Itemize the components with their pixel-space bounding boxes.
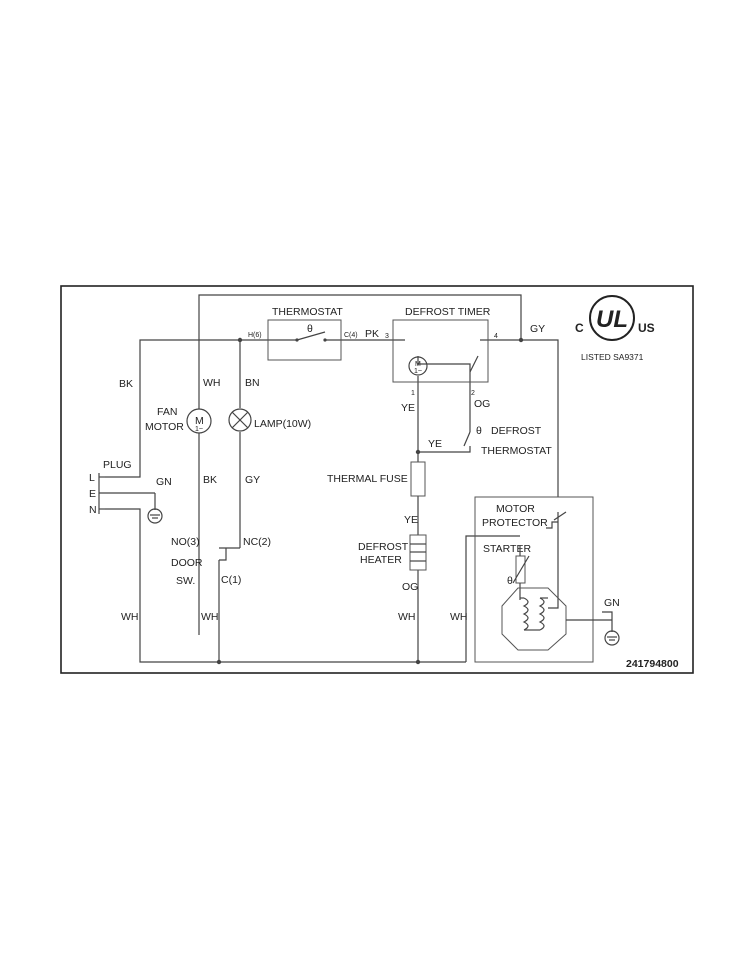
defrost-thermostat-label-1: DEFROST [491, 425, 542, 437]
terminal-3: 3 [385, 333, 389, 340]
wire-ye-timer: YE [401, 402, 415, 414]
wire-ye-heater: YE [404, 514, 418, 526]
thermostat-label: THERMOSTAT [272, 306, 343, 318]
fan-motor-phase: 1~ [195, 426, 203, 433]
wire-gy-top: GY [530, 323, 545, 335]
door-c1: C(1) [221, 574, 241, 586]
door-no3: NO(3) [171, 536, 200, 548]
wire-gn-comp: GN [604, 597, 620, 609]
fan-label: FAN [157, 406, 177, 418]
door-label: DOOR [171, 557, 203, 569]
wire-bk-top: BK [119, 378, 133, 390]
timer-motor-phase: 1~ [414, 368, 422, 375]
plug-e: E [89, 488, 96, 500]
terminal-1: 1 [411, 390, 415, 397]
ul-logo-text: UL [596, 306, 628, 333]
thermal-fuse-label: THERMAL FUSE [327, 473, 408, 485]
wire-gy-lamp: GY [245, 474, 260, 486]
fan-motor: M 1~ FAN MOTOR [145, 406, 212, 434]
wire-wh-comp: WH [450, 611, 468, 623]
thermostat-theta: θ [307, 323, 313, 335]
plug: PLUG L E N [89, 459, 163, 524]
terminal-2: 2 [471, 390, 475, 397]
starter-theta: θ [507, 575, 513, 587]
diagram-frame [60, 285, 694, 674]
compressor-assembly: MOTOR PROTECTOR STARTER θ [474, 496, 620, 663]
wire-og-heater: OG [402, 581, 418, 593]
defrost-heater-label-1: DEFROST [358, 541, 409, 553]
plug-label: PLUG [103, 459, 132, 471]
door-nc2: NC(2) [243, 536, 271, 548]
defrost-timer: DEFROST TIMER M 1~ 3 4 1 2 [385, 306, 498, 397]
wire-bk-fan: BK [203, 474, 217, 486]
terminal-4: 4 [494, 333, 498, 340]
motor-label: MOTOR [145, 421, 184, 433]
motor-protector-label-2: PROTECTOR [482, 517, 548, 529]
diagram-number: 241794800 [626, 658, 679, 670]
defrost-heater-label-2: HEATER [360, 554, 402, 566]
plug-n: N [89, 504, 97, 516]
lamp: LAMP(10W) [228, 408, 311, 432]
wire-gn-plug: GN [156, 476, 172, 488]
wire-ye-mid: YE [428, 438, 442, 450]
door-sw-label: SW. [176, 575, 195, 587]
wire-bn-lamp: BN [245, 377, 260, 389]
defrost-thermostat: θ DEFROST THERMOSTAT [463, 425, 552, 457]
wire-wh-door: WH [201, 611, 219, 623]
door-switch: NO(3) NC(2) C(1) DOOR SW. [171, 536, 271, 587]
wire-wh-fan: WH [203, 377, 221, 389]
wires [105, 294, 613, 663]
wire-pk: PK [365, 328, 379, 340]
wire-color-labels: BK WH BN BK GY GN WH WH PK GY YE OG YE Y… [119, 323, 620, 623]
ul-us: US [638, 321, 655, 335]
defrost-timer-label: DEFROST TIMER [405, 306, 491, 318]
junction-dots [216, 337, 524, 665]
thermostat: THERMOSTAT θ H(6) C(4) [248, 306, 358, 361]
timer-motor-m: M [415, 361, 421, 368]
terminal-h6: H(6) [248, 332, 262, 339]
terminal-c4: C(4) [344, 332, 358, 339]
thermal-fuse: THERMAL FUSE [327, 461, 426, 497]
wire-og-timer: OG [474, 398, 490, 410]
fan-motor-m: M [195, 415, 204, 427]
ul-listed: LISTED SA9371 [581, 352, 644, 362]
ul-c: C [575, 321, 584, 335]
lamp-label: LAMP(10W) [254, 418, 311, 430]
motor-protector-label-1: MOTOR [496, 503, 535, 515]
starter-label: STARTER [483, 543, 531, 555]
defrost-thermostat-theta: θ [476, 425, 482, 437]
defrost-heater: DEFROST HEATER [358, 534, 427, 571]
wire-wh-heater: WH [398, 611, 416, 623]
wire-wh-left: WH [121, 611, 139, 623]
plug-l: L [89, 472, 95, 484]
defrost-thermostat-label-2: THERMOSTAT [481, 445, 552, 457]
ul-certification-mark: UL C US LISTED SA9371 [575, 295, 655, 362]
